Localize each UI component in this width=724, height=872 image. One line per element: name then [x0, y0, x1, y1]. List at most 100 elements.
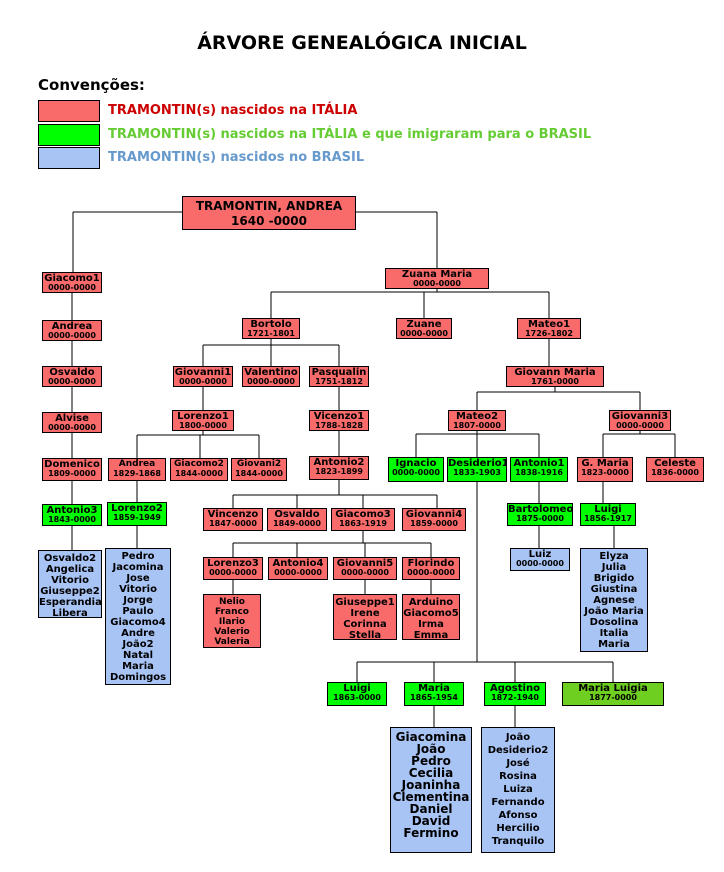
page-title: ÁRVORE GENEALÓGICA INICIAL — [197, 32, 527, 54]
person-dates: 1844-0000 — [175, 469, 223, 478]
person-vincenzo[interactable]: Vincenzo 1847-0000 — [203, 508, 263, 531]
person-osvaldo-1849[interactable]: Osvaldo 1849-0000 — [267, 508, 327, 531]
list-item: Pedro — [121, 551, 155, 562]
person-dates: 1788-1828 — [315, 421, 363, 430]
children-list-giovanni5: Giuseppe1 Irene Corinna Stella — [333, 594, 397, 640]
person-luiz[interactable]: Luiz 0000-0000 — [510, 548, 570, 571]
person-giovann-maria[interactable]: Giovann Maria 1761-0000 — [506, 366, 604, 387]
legend-swatch-italy — [38, 100, 100, 122]
list-item: Fernando — [491, 797, 545, 808]
list-item: Hercilio — [496, 823, 540, 834]
list-item: João — [505, 732, 531, 743]
person-name: Desiderio1 — [448, 458, 507, 469]
list-item: Giacomina — [395, 730, 467, 744]
person-luigi-1863[interactable]: Luigi 1863-0000 — [327, 682, 387, 706]
person-name: Giovanni3 — [611, 411, 669, 422]
person-name: Mateo2 — [455, 411, 499, 422]
list-item: José — [506, 758, 530, 769]
person-valentino[interactable]: Valentino 0000-0000 — [242, 366, 300, 387]
person-dates: 0000-0000 — [392, 468, 440, 477]
person-zuana-maria[interactable]: Zuana Maria 0000-0000 — [385, 268, 489, 289]
person-dates: 1859-1949 — [113, 513, 161, 522]
person-giacomo1[interactable]: Giacomo1 0000-0000 — [42, 272, 102, 293]
list-item: Ilario — [218, 617, 246, 627]
person-name: Osvaldo — [274, 509, 320, 520]
person-bartolomeo[interactable]: Bartolomeo 1875-0000 — [507, 503, 573, 526]
person-name: Lorenzo3 — [207, 558, 259, 569]
person-g-maria[interactable]: G. Maria 1823-0000 — [577, 457, 633, 482]
person-dates: 1721-1801 — [247, 329, 295, 338]
person-celeste[interactable]: Celeste 1836-0000 — [646, 457, 704, 482]
person-domenico[interactable]: Domenico 1809-0000 — [42, 458, 102, 481]
list-item: Maria — [598, 639, 630, 650]
person-maria[interactable]: Maria 1865-1954 — [404, 682, 464, 706]
person-giovanni3[interactable]: Giovanni3 0000-0000 — [609, 410, 671, 431]
person-name: Celeste — [654, 458, 696, 469]
list-item: Vitorio — [119, 584, 157, 595]
person-osvaldo[interactable]: Osvaldo 0000-0000 — [42, 366, 102, 387]
person-dates: 0000-0000 — [48, 377, 96, 386]
person-antonio2[interactable]: Antonio2 1823-1899 — [309, 456, 369, 480]
person-giovanni4[interactable]: Giovanni4 1859-0000 — [402, 508, 466, 531]
person-mateo1[interactable]: Mateo1 1726-1802 — [517, 318, 581, 339]
person-lorenzo1[interactable]: Lorenzo1 1800-0000 — [172, 410, 234, 431]
list-item: Tranquilo — [491, 836, 545, 847]
person-name: G. Maria — [581, 458, 629, 469]
list-item: Cecilia — [408, 766, 454, 780]
person-giovani2[interactable]: Giovani2 1844-0000 — [231, 458, 287, 481]
person-name: Luigi — [343, 683, 371, 694]
person-andrea-1829[interactable]: Andrea 1829-1868 — [108, 458, 166, 481]
person-ignacio[interactable]: Ignacio 0000-0000 — [388, 457, 444, 482]
person-dates: 1829-1868 — [113, 469, 161, 478]
list-item: Afonso — [498, 810, 538, 821]
person-dates: 1726-1802 — [525, 329, 573, 338]
person-name: Agostino — [490, 683, 540, 694]
person-antonio1[interactable]: Antonio1 1838-1916 — [510, 457, 568, 482]
person-name: Domenico — [44, 459, 100, 470]
person-name: Antonio4 — [272, 558, 324, 569]
person-dates: 0000-0000 — [516, 559, 564, 568]
person-lorenzo3[interactable]: Lorenzo3 0000-0000 — [203, 557, 263, 580]
person-name: Luiz — [528, 549, 552, 560]
legend-swatch-immigrated — [38, 124, 100, 146]
person-maria-luigia[interactable]: Maria Luigia 1877-0000 — [562, 682, 664, 706]
person-antonio4[interactable]: Antonio4 0000-0000 — [268, 557, 328, 580]
person-andrea-root[interactable]: TRAMONTIN, ANDREA 1640 -0000 — [182, 196, 356, 230]
person-mateo2[interactable]: Mateo2 1807-0000 — [448, 410, 506, 431]
person-pasqualin[interactable]: Pasqualin 1751-1812 — [309, 366, 369, 387]
person-name: Giovann Maria — [514, 367, 596, 378]
person-dates: 0000-0000 — [400, 329, 448, 338]
person-dates: 0000-0000 — [616, 421, 664, 430]
person-name: Giovanni4 — [405, 509, 463, 520]
person-dates: 1863-1919 — [339, 519, 387, 528]
person-name: Maria — [418, 683, 450, 694]
person-antonio3[interactable]: Antonio3 1843-0000 — [42, 504, 102, 526]
person-andrea[interactable]: Andrea 0000-0000 — [42, 320, 102, 341]
person-giovanni1[interactable]: Giovanni1 0000-0000 — [173, 366, 233, 387]
person-name: Valentino — [244, 367, 298, 378]
person-luigi-1856[interactable]: Luigi 1856-1917 — [580, 503, 636, 526]
person-name: Giovanni5 — [336, 558, 394, 569]
person-florindo[interactable]: Florindo 0000-0000 — [402, 557, 460, 580]
list-item: Daniel — [409, 802, 453, 816]
list-item: Valerio — [214, 627, 250, 637]
list-item: Irma — [418, 619, 444, 630]
person-name: Vicenzo1 — [313, 411, 365, 422]
person-bortolo[interactable]: Bortolo 1721-1801 — [242, 318, 300, 339]
person-name: Bartolomeo — [508, 504, 573, 515]
person-zuane[interactable]: Zuane 0000-0000 — [396, 318, 452, 339]
person-giacomo3[interactable]: Giacomo3 1863-1919 — [331, 508, 395, 531]
list-item: Valeria — [214, 637, 250, 647]
person-giacomo2[interactable]: Giacomo2 1844-0000 — [170, 458, 228, 481]
person-vicenzo1[interactable]: Vicenzo1 1788-1828 — [309, 410, 369, 431]
person-giovanni5[interactable]: Giovanni5 0000-0000 — [333, 557, 397, 580]
list-item: Corinna — [343, 619, 387, 630]
person-dates: 1863-0000 — [333, 693, 381, 702]
list-item: Angelica — [45, 564, 95, 575]
person-agostino[interactable]: Agostino 1872-1940 — [484, 682, 546, 706]
person-desiderio1[interactable]: Desiderio1 1833-1903 — [447, 457, 507, 482]
person-name: Maria Luigia — [578, 683, 648, 694]
person-name: Andrea — [51, 321, 93, 332]
person-alvise[interactable]: Alvise 0000-0000 — [42, 412, 102, 433]
person-lorenzo2[interactable]: Lorenzo2 1859-1949 — [107, 502, 167, 526]
